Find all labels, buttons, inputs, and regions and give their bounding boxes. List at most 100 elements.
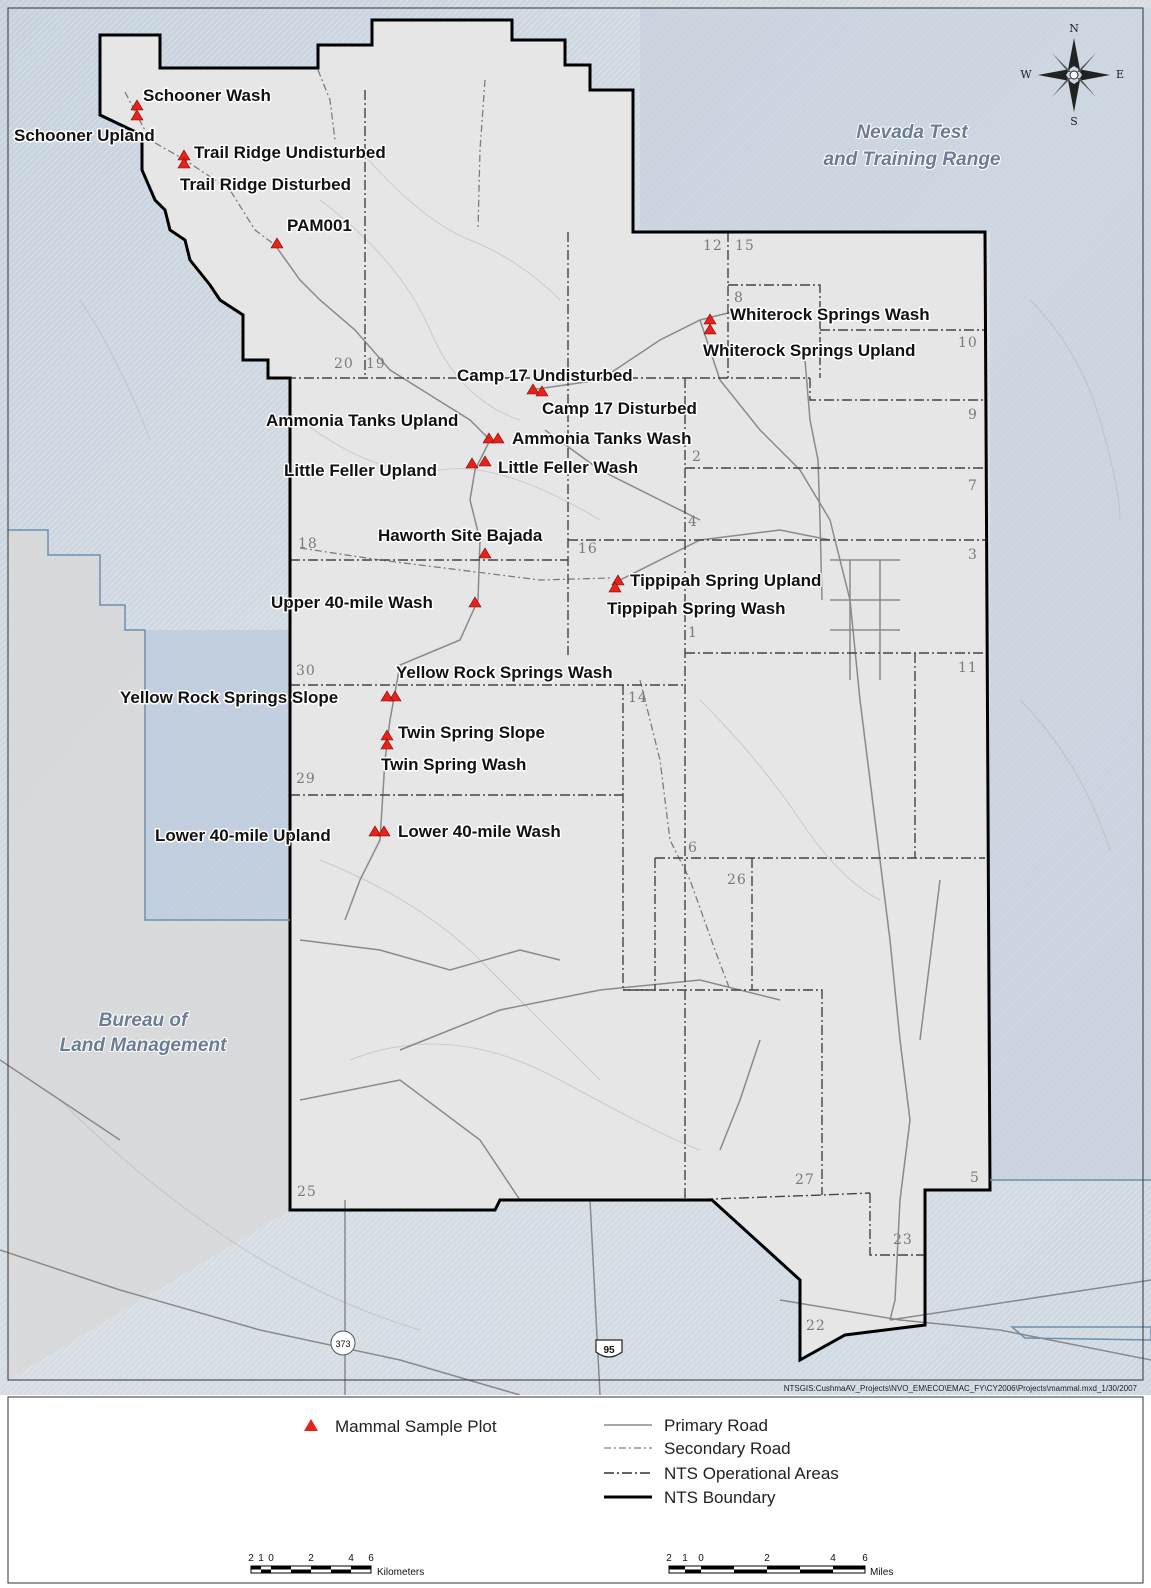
scale-mi-tick: 2 (764, 1553, 770, 1564)
area-12: 12 (703, 238, 723, 254)
area-10: 10 (958, 335, 978, 351)
site-label-camp17-disturbed: Camp 17 Disturbed (542, 399, 697, 418)
area-11: 11 (958, 660, 978, 676)
site-label-tippipah-spring-wash: Tippipah Spring Wash (607, 599, 786, 618)
area-23: 23 (893, 1232, 913, 1248)
highway-373-label: 373 (335, 1339, 350, 1349)
compass-s: S (1070, 115, 1078, 128)
blm-land (8, 530, 290, 1380)
scale-mi-tick: 0 (698, 1553, 704, 1564)
operational-area-lines (268, 90, 985, 1256)
nts-land (100, 20, 990, 1360)
scale-mi-tick: 6 (862, 1553, 868, 1564)
site-label-camp17-undisturbed: Camp 17 Undisturbed (457, 366, 633, 385)
blm-label-line1: Bureau of (99, 1010, 189, 1031)
source-credit: NTSGIS:CushmaAV_Projects\NVO_EM\ECO\EMAC… (784, 1384, 1138, 1393)
primary-roads (0, 244, 1151, 1395)
nttr-label-line2: and Training Range (823, 149, 1000, 170)
scale-km-tick: 4 (348, 1553, 354, 1564)
scale-bar-km (250, 1565, 372, 1574)
site-label-whiterock-springs-wash: Whiterock Springs Wash (730, 305, 930, 324)
site-label-trail-ridge-undisturbed: Trail Ridge Undisturbed (194, 143, 386, 162)
site-label-lower-40-mile-upland: Lower 40-mile Upland (155, 826, 331, 845)
sample-plot-markers (130, 99, 717, 837)
marker-camp17-undisturbed (526, 383, 540, 395)
area-8: 8 (734, 290, 744, 306)
site-label-tippipah-spring-upland: Tippipah Spring Upland (630, 571, 821, 590)
secondary-roads (124, 69, 731, 991)
marker-schooner-upland (130, 109, 144, 121)
site-label-twin-spring-slope: Twin Spring Slope (398, 723, 545, 742)
site-label-yellow-rock-springs-wash: Yellow Rock Springs Wash (396, 663, 613, 682)
site-label-yellow-rock-springs-slope: Yellow Rock Springs Slope (120, 688, 338, 707)
scale-mi-tick: 4 (830, 1553, 836, 1564)
marker-tippipah-spring-wash (608, 581, 622, 593)
site-label-schooner-wash: Schooner Wash (143, 86, 271, 105)
area-7: 7 (968, 478, 978, 494)
marker-pam001 (270, 237, 284, 249)
area-14: 14 (628, 690, 648, 706)
site-label-ammonia-tanks-upland: Ammonia Tanks Upland (266, 411, 458, 430)
nts-boundary (98, 18, 992, 1363)
marker-trail-ridge-disturbed (177, 157, 191, 169)
marker-twin-spring-wash (380, 738, 394, 750)
scale-km-tick: 6 (368, 1553, 374, 1564)
blm-blue-zone (145, 630, 290, 920)
scale-km-tick: 0 (268, 1553, 274, 1564)
area-16: 16 (578, 541, 598, 557)
area-30: 30 (296, 663, 316, 679)
area-19: 19 (366, 356, 386, 372)
area-1: 1 (688, 625, 698, 641)
terrain-shading (59, 149, 1121, 1331)
site-label-upper-40-mile-wash: Upper 40-mile Wash (271, 593, 433, 612)
area-29: 29 (296, 771, 316, 787)
jurisdiction-lines (8, 529, 1151, 1341)
area-2: 2 (692, 449, 702, 465)
scale-mi-unit: Miles (870, 1567, 893, 1578)
legend-boundary-label: NTS Boundary (664, 1488, 776, 1507)
area-27: 27 (795, 1172, 815, 1188)
area-4: 4 (688, 514, 698, 530)
marker-yellow-rock-springs-wash (388, 690, 402, 702)
site-label-whiterock-springs-upland: Whiterock Springs Upland (703, 341, 916, 360)
compass-e: E (1116, 68, 1124, 81)
map-frame (7, 7, 1144, 1381)
area-18: 18 (298, 536, 318, 552)
area-3: 3 (968, 547, 978, 563)
site-label-lower-40-mile-wash: Lower 40-mile Wash (398, 822, 561, 841)
marker-lower-40-mile-upland (368, 825, 382, 837)
marker-ammonia-tanks-wash (491, 432, 505, 444)
compass-w: W (1020, 68, 1032, 81)
highway-373-shield-icon (330, 1330, 356, 1356)
marker-little-feller-upland (465, 457, 479, 469)
area-5: 5 (970, 1170, 980, 1186)
site-label-little-feller-wash: Little Feller Wash (498, 458, 638, 477)
marker-ammonia-tanks-upland (482, 432, 496, 444)
legend-frame (7, 1396, 1144, 1584)
legend-sample-plot-label: Mammal Sample Plot (335, 1417, 497, 1436)
scale-km-unit: Kilometers (377, 1567, 424, 1578)
area-20: 20 (334, 356, 354, 372)
map: Nevada Test and Training Range Bureau of… (0, 0, 1151, 1395)
marker-yellow-rock-springs-slope (380, 690, 394, 702)
legend: Mammal Sample Plot Primary Road Secondar… (7, 1396, 1144, 1584)
area-25: 25 (297, 1184, 317, 1200)
marker-whiterock-springs-upland (703, 323, 717, 335)
site-label-schooner-upland: Schooner Upland (14, 126, 155, 145)
marker-lower-40-mile-wash (377, 825, 391, 837)
area-26: 26 (727, 872, 747, 888)
marker-haworth-site-bajada (478, 547, 492, 559)
area-6: 6 (688, 840, 698, 856)
site-label-little-feller-upland: Little Feller Upland (284, 461, 437, 480)
scale-km-tick: 2 (308, 1553, 314, 1564)
compass-n: N (1069, 22, 1079, 35)
highway-95-label: 95 (603, 1345, 615, 1356)
site-label-ammonia-tanks-wash: Ammonia Tanks Wash (512, 429, 691, 448)
scale-mi-tick: 1 (682, 1553, 688, 1564)
legend-primary-road-label: Primary Road (664, 1416, 768, 1435)
marker-camp17-disturbed (535, 385, 549, 397)
marker-upper-40-mile-wash (468, 596, 482, 608)
compass-rose-icon (1038, 38, 1110, 112)
nttr-land (640, 8, 1151, 1180)
legend-secondary-road-label: Secondary Road (664, 1439, 791, 1458)
